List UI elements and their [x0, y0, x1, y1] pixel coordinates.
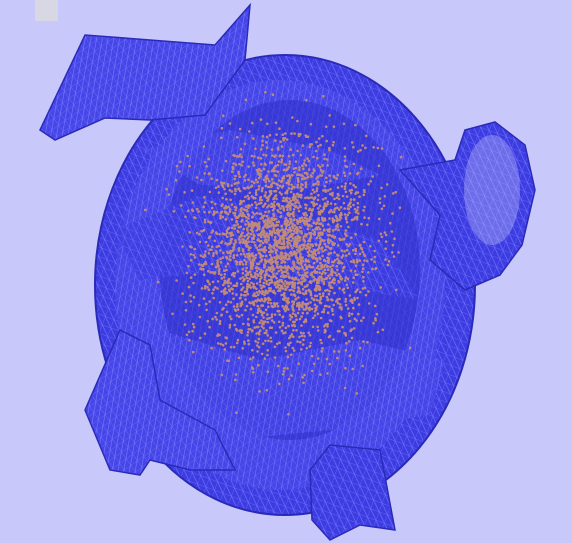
mesh-flaps	[39, 2, 536, 541]
vertex-points	[143, 90, 412, 416]
corner-toggle-button[interactable]	[35, 0, 58, 21]
